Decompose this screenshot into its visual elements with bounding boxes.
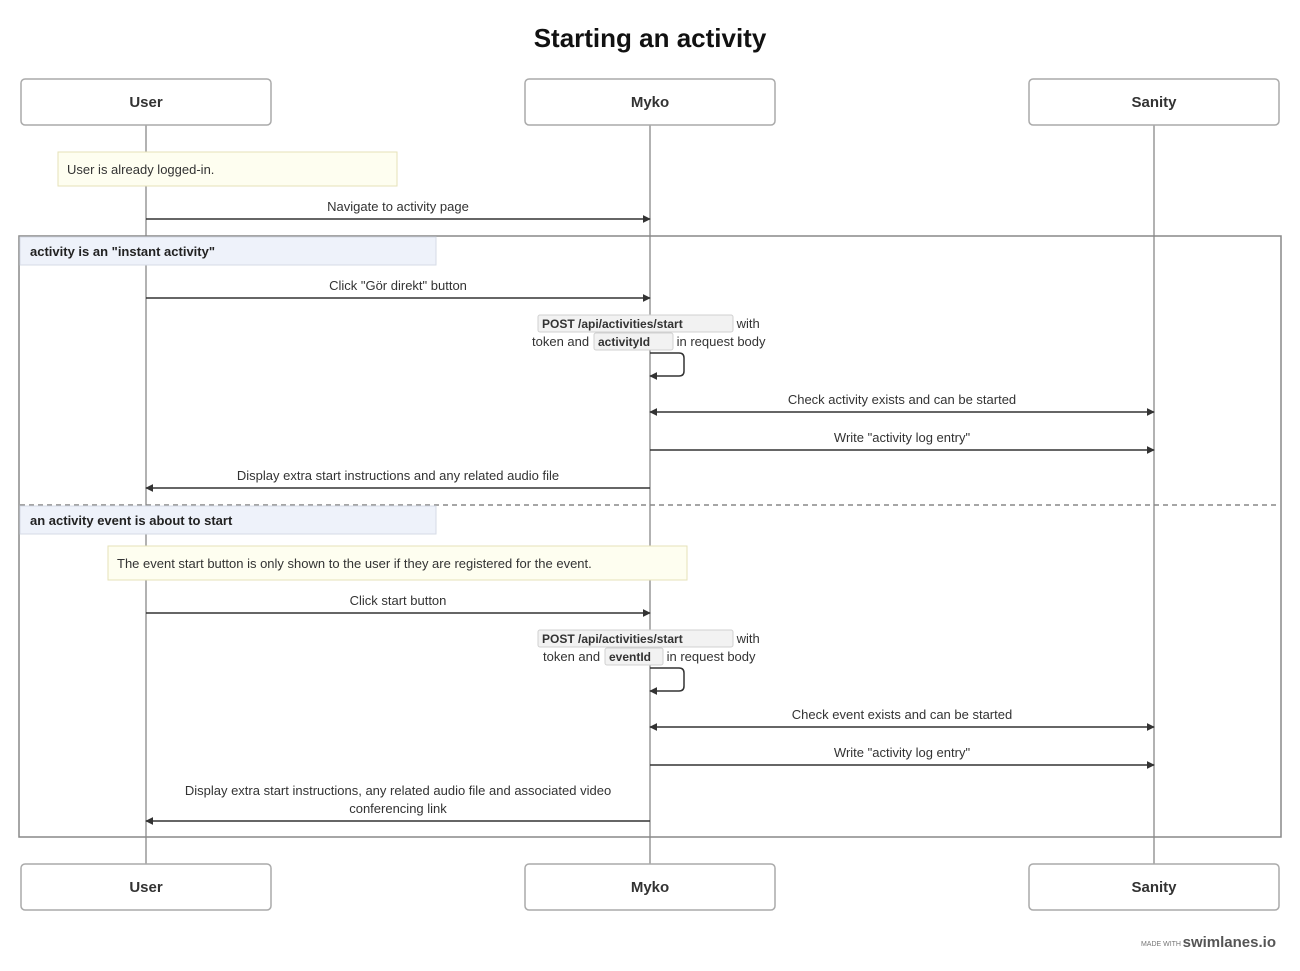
message-check-activity: Check activity exists and can be started (649, 392, 1155, 416)
message-write-log-2-label: Write "activity log entry" (834, 745, 971, 760)
participant-user-label: User (129, 94, 163, 111)
note-logged-in-text: User is already logged-in. (67, 162, 214, 177)
participant-myko-bottom-label: Myko (631, 879, 669, 896)
alt-branch-2-label: an activity event is about to start (30, 513, 233, 528)
message-write-log-1-label: Write "activity log entry" (834, 430, 971, 445)
participant-myko-label: Myko (631, 94, 669, 111)
participant-sanity-label: Sanity (1131, 94, 1177, 111)
participant-user-top: User (20, 78, 272, 126)
message-check-event: Check event exists and can be started (649, 707, 1155, 731)
participant-sanity-top: Sanity (1028, 78, 1280, 126)
participant-sanity-bottom-label: Sanity (1131, 879, 1177, 896)
message-navigate-label: Navigate to activity page (327, 199, 469, 214)
note-event-button: The event start button is only shown to … (107, 545, 688, 581)
message-post-activity-token: token and (532, 334, 593, 349)
diagram-title: Starting an activity (534, 23, 767, 53)
code-chip-event-id (604, 647, 664, 666)
message-post-event-arrow (649, 667, 685, 695)
message-click-start: Click start button (146, 593, 651, 617)
code-chip-activity-id (593, 332, 674, 351)
message-display-instructions: Display extra start instructions and any… (145, 468, 650, 492)
message-check-event-label: Check event exists and can be started (792, 707, 1012, 722)
code-endpoint-2: POST /api/activities/start (542, 632, 683, 646)
code-endpoint-1: POST /api/activities/start (542, 317, 683, 331)
message-post-event: POST /api/activities/start with token an… (537, 629, 760, 695)
message-post-event-with: with (733, 631, 760, 646)
code-activity-id: activityId (598, 335, 650, 349)
code-chip-endpoint-2 (537, 629, 734, 648)
message-post-event-tail: in request body (663, 649, 756, 664)
alt-branch-1-label-bg (19, 236, 437, 266)
code-event-id: eventId (609, 650, 651, 664)
message-post-activity-with: with (733, 316, 760, 331)
message-display-event-instructions-line1: Display extra start instructions, any re… (185, 783, 611, 798)
alt-branch-1-label: activity is an "instant activity" (30, 244, 215, 259)
alt-branch-2-label-bg (19, 505, 437, 535)
message-display-instructions-label: Display extra start instructions and any… (237, 468, 559, 483)
note-logged-in: User is already logged-in. (57, 151, 398, 187)
alt-group-frame (18, 235, 1282, 838)
participant-user-bottom-label: User (129, 879, 163, 896)
message-click-gor-direkt: Click "Gör direkt" button (146, 278, 651, 302)
message-click-start-label: Click start button (350, 593, 447, 608)
message-navigate: Navigate to activity page (146, 199, 651, 223)
footer-branding[interactable]: MADE WITH swimlanes.io (1141, 934, 1276, 951)
message-post-event-token: token and (543, 649, 604, 664)
footer-made-with: MADE WITH (1141, 941, 1181, 948)
participant-user-bottom: User (20, 863, 272, 911)
message-click-gor-direkt-label: Click "Gör direkt" button (329, 278, 467, 293)
participant-sanity-bottom: Sanity (1028, 863, 1280, 911)
message-write-log-2: Write "activity log entry" (650, 745, 1155, 769)
message-write-log-1: Write "activity log entry" (650, 430, 1155, 454)
message-display-event-instructions: Display extra start instructions, any re… (145, 783, 650, 825)
message-post-activity: POST /api/activities/start with token an… (532, 314, 766, 380)
message-display-event-instructions-line2: conferencing link (349, 801, 447, 816)
code-chip-endpoint-1 (537, 314, 734, 333)
footer-brand[interactable]: swimlanes.io (1183, 934, 1276, 951)
message-check-activity-label: Check activity exists and can be started (788, 392, 1016, 407)
message-post-activity-arrow (649, 352, 685, 380)
participant-myko-top: Myko (524, 78, 776, 126)
alt-group: activity is an "instant activity" an act… (18, 235, 1282, 838)
message-post-activity-tail: in request body (673, 334, 766, 349)
participant-myko-bottom: Myko (524, 863, 776, 911)
note-event-button-text: The event start button is only shown to … (117, 556, 592, 571)
